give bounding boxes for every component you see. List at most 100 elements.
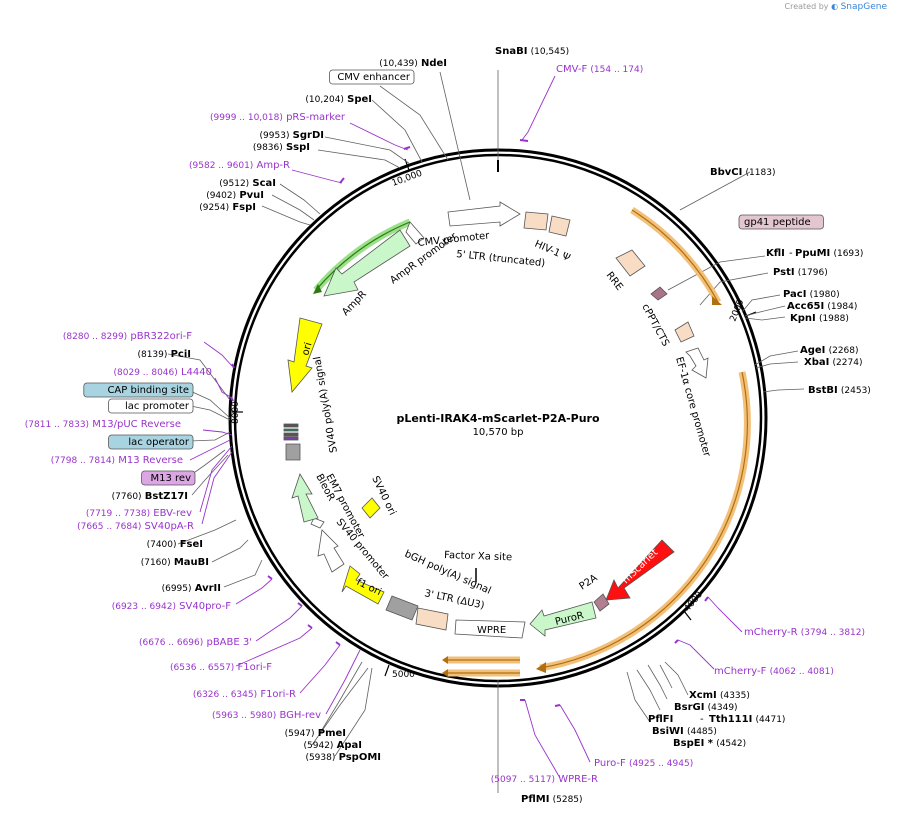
- site-name-cmv-f: CMV-F (154 .. 174): [556, 64, 643, 75]
- site-name-text: lac promoter: [125, 401, 190, 412]
- site-name-m13-puc-reverse: (7811 .. 7833) M13/pUC Reverse: [25, 419, 181, 430]
- site-label-fspi: (9254) FspI: [199, 202, 256, 213]
- site-position-text: (5963 .. 5980): [212, 711, 276, 721]
- site-name-wpre-r: (5097 .. 5117) WPRE-R: [491, 774, 598, 785]
- site-name-scai: (9512) ScaI: [219, 178, 276, 189]
- site-name-puro-f: Puro-F (4925 .. 4945): [594, 758, 693, 769]
- site-name-text: pBABE 3': [206, 637, 252, 648]
- site-position-text: (9953): [260, 131, 290, 141]
- site-name-text: pBR322ori-F: [130, 331, 192, 342]
- em7-box: [310, 517, 325, 529]
- site-label-ppumi: PpuMI (1693): [795, 248, 863, 259]
- site-position-text: (8139): [137, 350, 167, 360]
- site-name-text: CMV-F: [556, 64, 587, 75]
- site-label-xbai: XbaI (2274): [804, 357, 862, 368]
- feature-label-wpre: WPRE: [477, 625, 506, 636]
- site-name-pspomi: (5938) PspOMI: [305, 752, 381, 763]
- site-separator-dash: -: [789, 248, 793, 259]
- site-label-f1ori-r: (6326 .. 6345) F1ori-R: [193, 689, 296, 700]
- site-name-bgh-rev: (5963 .. 5980) BGH-rev: [212, 710, 321, 721]
- site-label-pvui: (9402) PvuI: [206, 190, 264, 201]
- ltr3-box: [415, 607, 449, 631]
- site-name-text: BsrGI: [674, 702, 704, 713]
- site-name-bbvci: BbvCI (1183): [710, 167, 775, 178]
- leader-lines: [167, 70, 805, 793]
- site-name-text: SV40pA-R: [145, 521, 194, 532]
- primer-lines: [189, 75, 743, 779]
- site-position-text: (3794 .. 3812): [801, 628, 865, 638]
- cppt-box: [650, 286, 668, 301]
- tick-label-5000: 5000: [392, 670, 415, 680]
- site-position-text: (10,204): [305, 95, 344, 105]
- site-name-maubi: (7160) MauBI: [141, 557, 209, 568]
- site-label-pbabe-3: (6676 .. 6696) pBABE 3': [139, 637, 252, 648]
- snapgene-credit: Created by ◐ SnapGene: [785, 2, 888, 12]
- site-name-pbabe-3: (6676 .. 6696) pBABE 3': [139, 637, 252, 648]
- site-name-paci: PacI (1980): [783, 289, 840, 300]
- site-position-text: (7400): [147, 540, 177, 550]
- site-label-cmv-f: CMV-F (154 .. 174): [556, 64, 643, 75]
- f1ori-arrow: [341, 565, 385, 605]
- site-label-sv40pro-f: (6923 .. 6942) SV40pro-F: [112, 601, 232, 612]
- site-label-bspei: BspEI * (4542): [673, 738, 746, 749]
- site-label-mcherry-f: mCherry-F (4062 .. 4081): [714, 666, 834, 677]
- site-name-pbr322ori-f: (8280 .. 8299) pBR322ori-F: [63, 331, 192, 342]
- site-name-pflfi: PflFI: [648, 714, 673, 725]
- site-label-bgh-rev: (5963 .. 5980) BGH-rev: [212, 710, 321, 721]
- site-label-scai: (9512) ScaI: [219, 178, 276, 189]
- sv40pa-box: [285, 443, 301, 461]
- site-name-text: MauBI: [174, 557, 209, 568]
- site-name-l4440: (8029 .. 8046) L4440: [114, 367, 213, 378]
- site-name-text: SgrDI: [293, 130, 324, 141]
- site-name-ebv-rev: (7719 .. 7738) EBV-rev: [86, 508, 192, 519]
- site-name-text: L4440: [181, 367, 212, 378]
- site-separator-dash: -: [700, 714, 704, 725]
- site-position-text: (2268): [829, 346, 859, 356]
- site-name-psti: PstI (1796): [773, 267, 828, 278]
- ampr-promoter-arrow: [405, 221, 425, 245]
- site-label-kpni: KpnI (1988): [790, 313, 849, 324]
- cmv-promoter-arrow: [447, 201, 521, 227]
- site-name-text: M13/pUC Reverse: [92, 419, 181, 430]
- site-name-text: pRS-marker: [286, 112, 346, 123]
- site-position-text: (9402): [206, 191, 236, 201]
- site-name-text: PspOMI: [339, 752, 381, 763]
- site-name-text: CMV enhancer: [337, 72, 411, 83]
- site-position-text: (7798 .. 7814): [51, 456, 115, 466]
- arrowhead-orange-2: [536, 662, 546, 673]
- site-name-pmei: (5947) PmeI: [285, 728, 346, 739]
- site-position-text: (6676 .. 6696): [139, 638, 203, 648]
- site-name-text: F1ori-R: [260, 689, 296, 700]
- tick-label-8000: 8000: [231, 401, 241, 424]
- plasmid-size: 10,570 bp: [473, 427, 524, 438]
- site-position-text: (4925 .. 4945): [629, 759, 693, 769]
- feature-shapes: [283, 201, 709, 639]
- site-name-spei: (10,204) SpeI: [305, 94, 372, 105]
- site-label-lac-promoter: lac promoter: [108, 398, 194, 414]
- site-name-text: SnaBI: [495, 46, 527, 57]
- site-name-text: PstI: [773, 267, 795, 278]
- bleor-arrow: [291, 473, 319, 523]
- site-label-agei: AgeI (2268): [800, 345, 859, 356]
- site-name-kfli: KflI: [766, 248, 785, 259]
- site-name-ppumi: PpuMI (1693): [795, 248, 863, 259]
- site-name-xcmi: XcmI (4335): [689, 690, 750, 701]
- site-label-bsiwi: BsiWI (4485): [652, 726, 717, 737]
- site-label-psti: PstI (1796): [773, 267, 828, 278]
- feature-label-cppt: cPPT/CTS: [639, 302, 671, 348]
- site-name-text: BGH-rev: [279, 710, 321, 721]
- site-name-text: BsiWI: [652, 726, 684, 737]
- site-label-avrii: (6995) AvrII: [162, 583, 221, 594]
- site-name-f1ori-r: (6326 .. 6345) F1ori-R: [193, 689, 296, 700]
- site-position-text: (4485): [687, 727, 717, 737]
- site-position-text: (1988): [819, 314, 849, 324]
- site-label-fsei: (7400) FseI: [147, 539, 203, 550]
- mscarlet-arrow: [605, 539, 675, 601]
- site-box-m13-rev: [141, 470, 196, 486]
- site-name-text: Acc65I: [787, 301, 824, 312]
- site-label-sgrdi: (9953) SgrDI: [260, 130, 324, 141]
- site-label-lac-operator: lac operator: [108, 434, 194, 450]
- sv40ori-box: [361, 497, 381, 519]
- site-position-text: (7719 .. 7738): [86, 509, 150, 519]
